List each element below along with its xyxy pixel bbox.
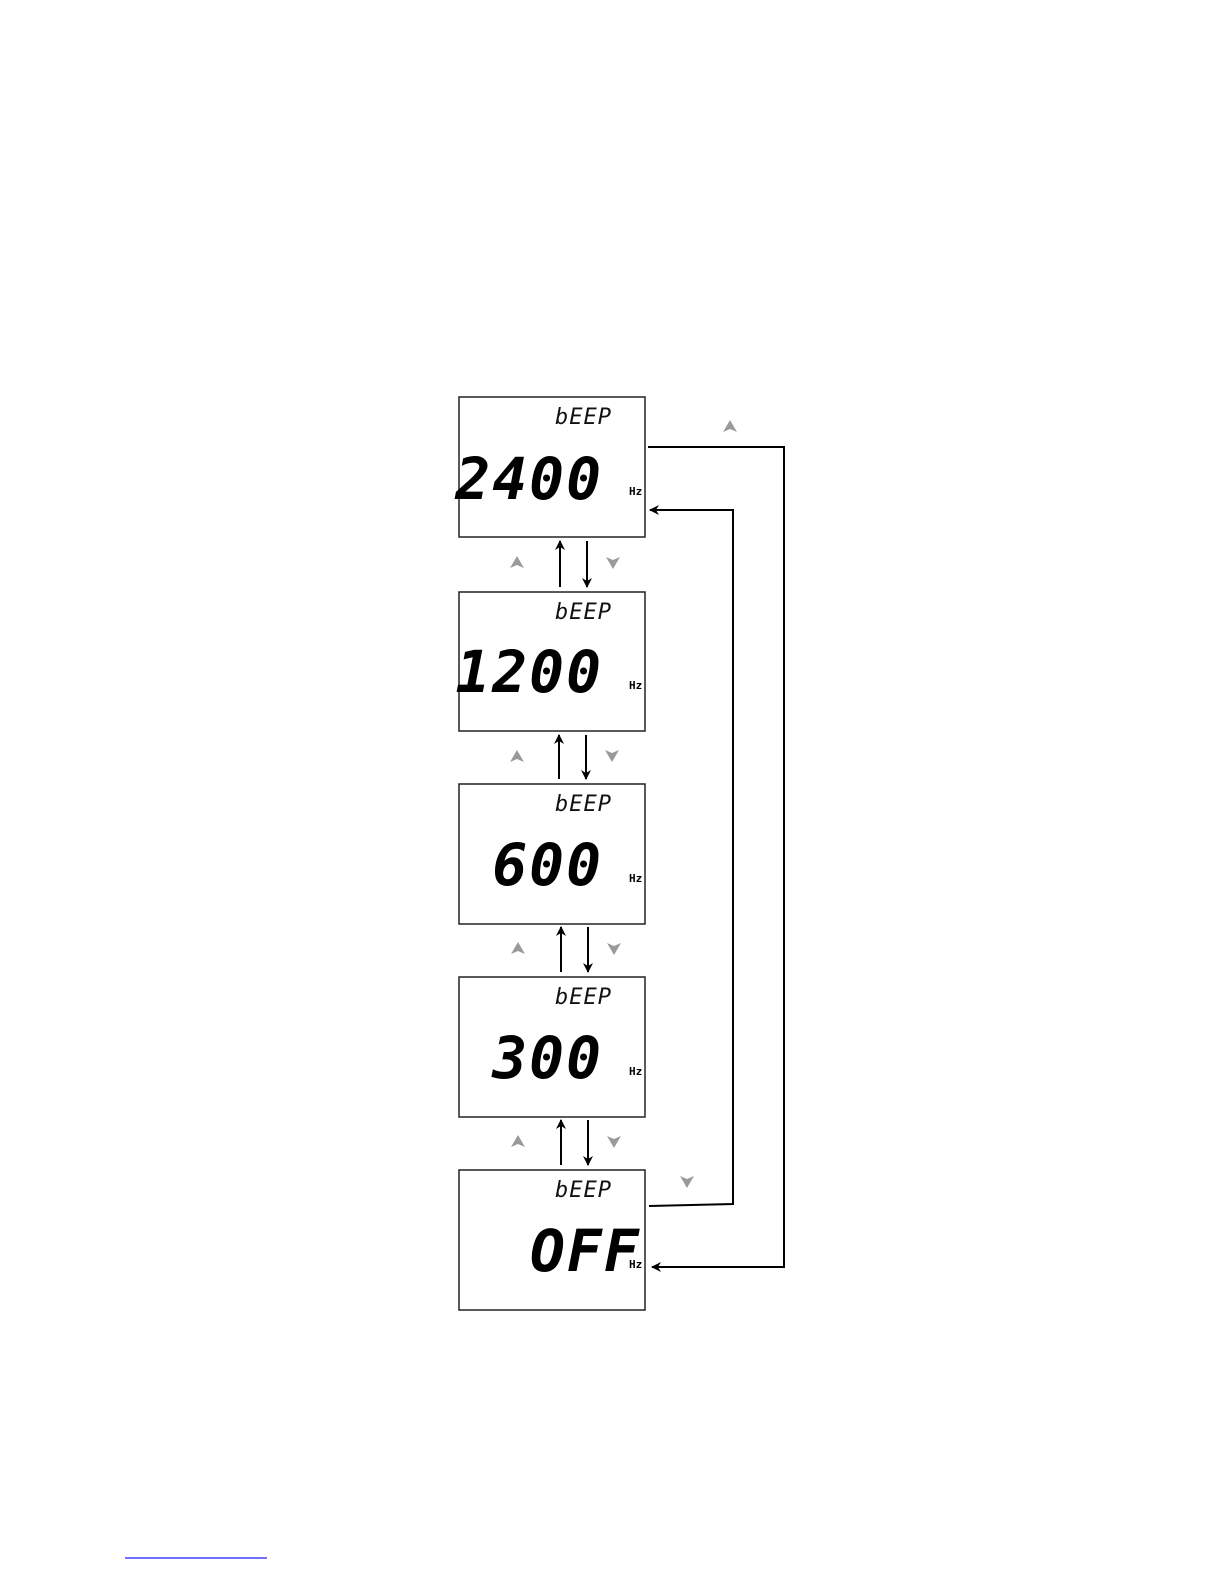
down-key-icon: [605, 750, 619, 762]
lcd-display-off: bEEP OFF Hz: [459, 1170, 645, 1310]
lcd-value: 600: [492, 831, 603, 899]
lcd-display-300: bEEP 300 Hz: [459, 977, 645, 1117]
down-key-icon: [606, 557, 620, 569]
wrap-arrow-down: [649, 510, 733, 1206]
lcd-unit: Hz: [629, 1065, 642, 1078]
lcd-unit: Hz: [629, 1258, 642, 1271]
lcd-mode-label: bEEP: [555, 1178, 612, 1203]
lcd-mode-label: bEEP: [555, 405, 612, 430]
lcd-mode-label: bEEP: [555, 600, 612, 625]
lcd-mode-label: bEEP: [555, 985, 612, 1010]
lcd-unit: Hz: [629, 872, 642, 885]
up-key-icon: [510, 750, 524, 762]
lcd-display-1200: bEEP 1200 Hz: [455, 592, 645, 731]
lcd-value: 1200: [455, 638, 603, 706]
lcd-mode-label: bEEP: [555, 792, 612, 817]
down-key-icon: [607, 943, 621, 955]
transition-300-off: [511, 1120, 621, 1165]
transition-2400-1200: [510, 541, 620, 587]
lcd-value: OFF: [530, 1217, 641, 1285]
lcd-value: 300: [491, 1024, 603, 1092]
up-key-icon: [511, 942, 525, 954]
lcd-unit: Hz: [629, 679, 642, 692]
lcd-display-600: bEEP 600 Hz: [459, 784, 645, 924]
lcd-value: 2400: [454, 445, 603, 513]
down-key-icon: [607, 1136, 621, 1148]
transition-2400-to-off: [648, 420, 784, 1267]
down-key-icon: [680, 1176, 694, 1188]
transition-1200-600: [510, 735, 619, 779]
up-key-icon: [723, 420, 737, 432]
transition-off-to-2400: [649, 510, 733, 1206]
up-key-icon: [511, 1135, 525, 1147]
up-key-icon: [510, 556, 524, 568]
lcd-display-2400: bEEP 2400 Hz: [454, 397, 645, 537]
transition-600-300: [511, 927, 621, 972]
wrap-arrow-up: [648, 447, 784, 1267]
lcd-unit: Hz: [629, 485, 642, 498]
